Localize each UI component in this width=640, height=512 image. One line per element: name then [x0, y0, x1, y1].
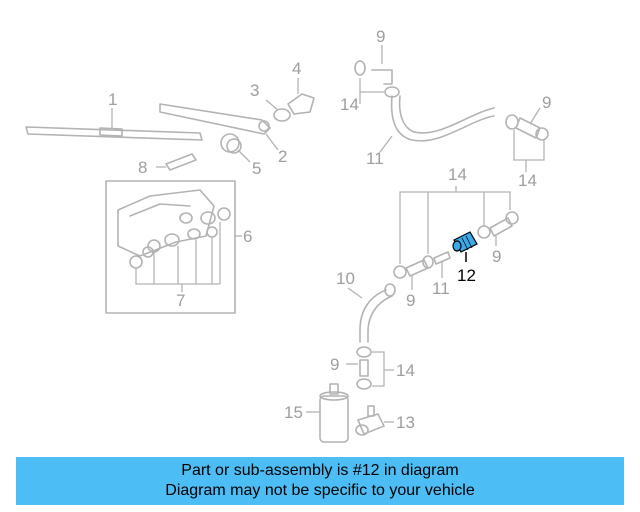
callout-4: 4	[292, 59, 301, 78]
callout-9a: 9	[376, 27, 385, 46]
callout-9d: 9	[492, 247, 501, 266]
callout-8: 8	[138, 158, 147, 177]
parts-diagram: 1 2 3 4 5 8	[25, 27, 551, 443]
callout-14c: 14	[448, 165, 467, 184]
info-banner: Part or sub-assembly is #12 in diagram D…	[16, 457, 624, 505]
callout-13: 13	[396, 413, 415, 432]
callout-11b: 11	[432, 279, 450, 298]
lower-hose-part	[347, 283, 396, 343]
wiper-blade-part	[25, 108, 203, 141]
grommet-part	[220, 133, 251, 163]
banner-line-1: Part or sub-assembly is #12 in diagram	[181, 462, 459, 479]
middle-hose-part	[393, 186, 519, 290]
washer-pump-part	[306, 383, 349, 443]
callout-14d: 14	[396, 361, 415, 380]
callout-10: 10	[336, 269, 355, 288]
motor-assembly-part	[105, 180, 242, 314]
callout-5: 5	[252, 159, 261, 178]
nut-part	[265, 99, 291, 122]
callout-12: 12	[457, 266, 476, 285]
nozzle-part	[156, 153, 197, 171]
pump-grommet-part	[355, 405, 394, 436]
callout-14b: 14	[518, 171, 537, 190]
callout-6: 6	[243, 227, 252, 246]
banner-line-2: Diagram may not be specific to your vehi…	[165, 482, 475, 499]
right-connector-part	[505, 107, 549, 172]
callout-7: 7	[176, 291, 185, 310]
check-valve-part-12	[452, 231, 478, 262]
cap-part	[287, 78, 315, 115]
callout-9b: 9	[542, 93, 551, 112]
callout-3: 3	[250, 81, 259, 100]
callout-11a: 11	[366, 149, 384, 168]
callout-9e: 9	[330, 355, 339, 374]
callout-14a: 14	[340, 95, 359, 114]
callout-15: 15	[284, 403, 303, 422]
upper-hose-part	[354, 45, 495, 153]
callout-7-leaders	[135, 222, 221, 292]
callout-1: 1	[108, 90, 117, 109]
wiper-arm-part	[159, 103, 279, 151]
callout-2: 2	[278, 147, 287, 166]
bottom-connector-part	[346, 346, 394, 390]
callout-9c: 9	[406, 291, 415, 310]
